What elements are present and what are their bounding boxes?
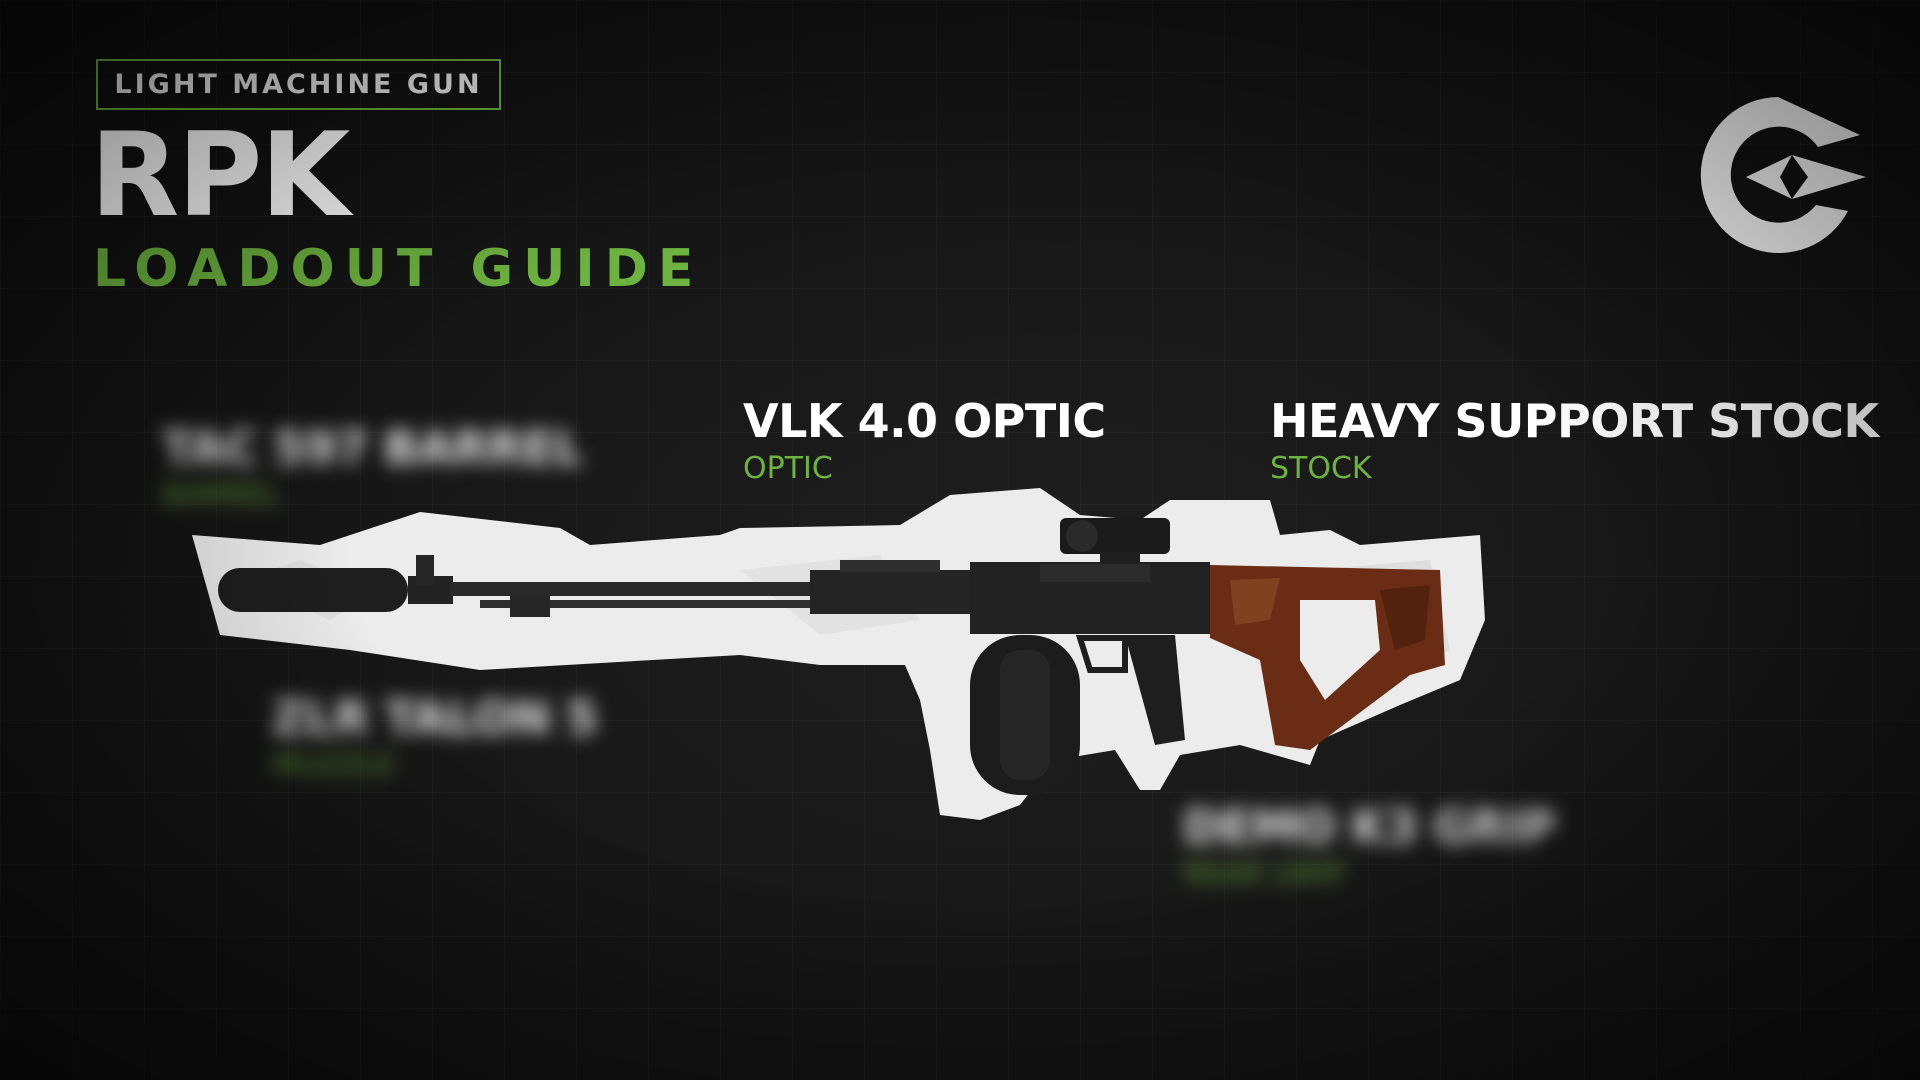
attachment-optic: VLK 4.0 OPTIC OPTIC	[743, 398, 1106, 484]
attachment-rear-grip: DEMO K3 GRIP REAR GRIP	[1183, 800, 1556, 892]
attachment-category: OPTIC	[743, 451, 833, 486]
esports-logo-icon	[1700, 97, 1866, 253]
weapon-category-label: LIGHT MACHINE GUN	[114, 69, 483, 100]
attachment-name: TAC 597 BARREL	[162, 421, 583, 475]
attachment-muzzle: ZLR TALON 5 MUZZLE	[272, 691, 598, 783]
guide-subtitle: LOADOUT GUIDE	[93, 239, 704, 299]
weapon-category-tag: LIGHT MACHINE GUN	[96, 59, 501, 110]
attachment-name: VLK 4.0 OPTIC	[743, 394, 1106, 448]
attachment-category: MUZZLE	[272, 748, 397, 783]
attachment-barrel: TAC 597 BARREL BARREL	[162, 421, 583, 513]
attachment-category: STOCK	[1270, 451, 1372, 486]
attachment-name: ZLR TALON 5	[272, 691, 598, 745]
attachment-name: DEMO K3 GRIP	[1183, 800, 1556, 854]
attachment-stock: HEAVY SUPPORT STOCK STOCK	[1270, 398, 1879, 484]
attachment-category: BARREL	[162, 478, 281, 513]
weapon-image	[192, 488, 1485, 820]
weapon-title: RPK	[90, 108, 350, 243]
attachment-name: HEAVY SUPPORT STOCK	[1270, 394, 1879, 448]
attachment-category: REAR GRIP	[1183, 857, 1345, 892]
